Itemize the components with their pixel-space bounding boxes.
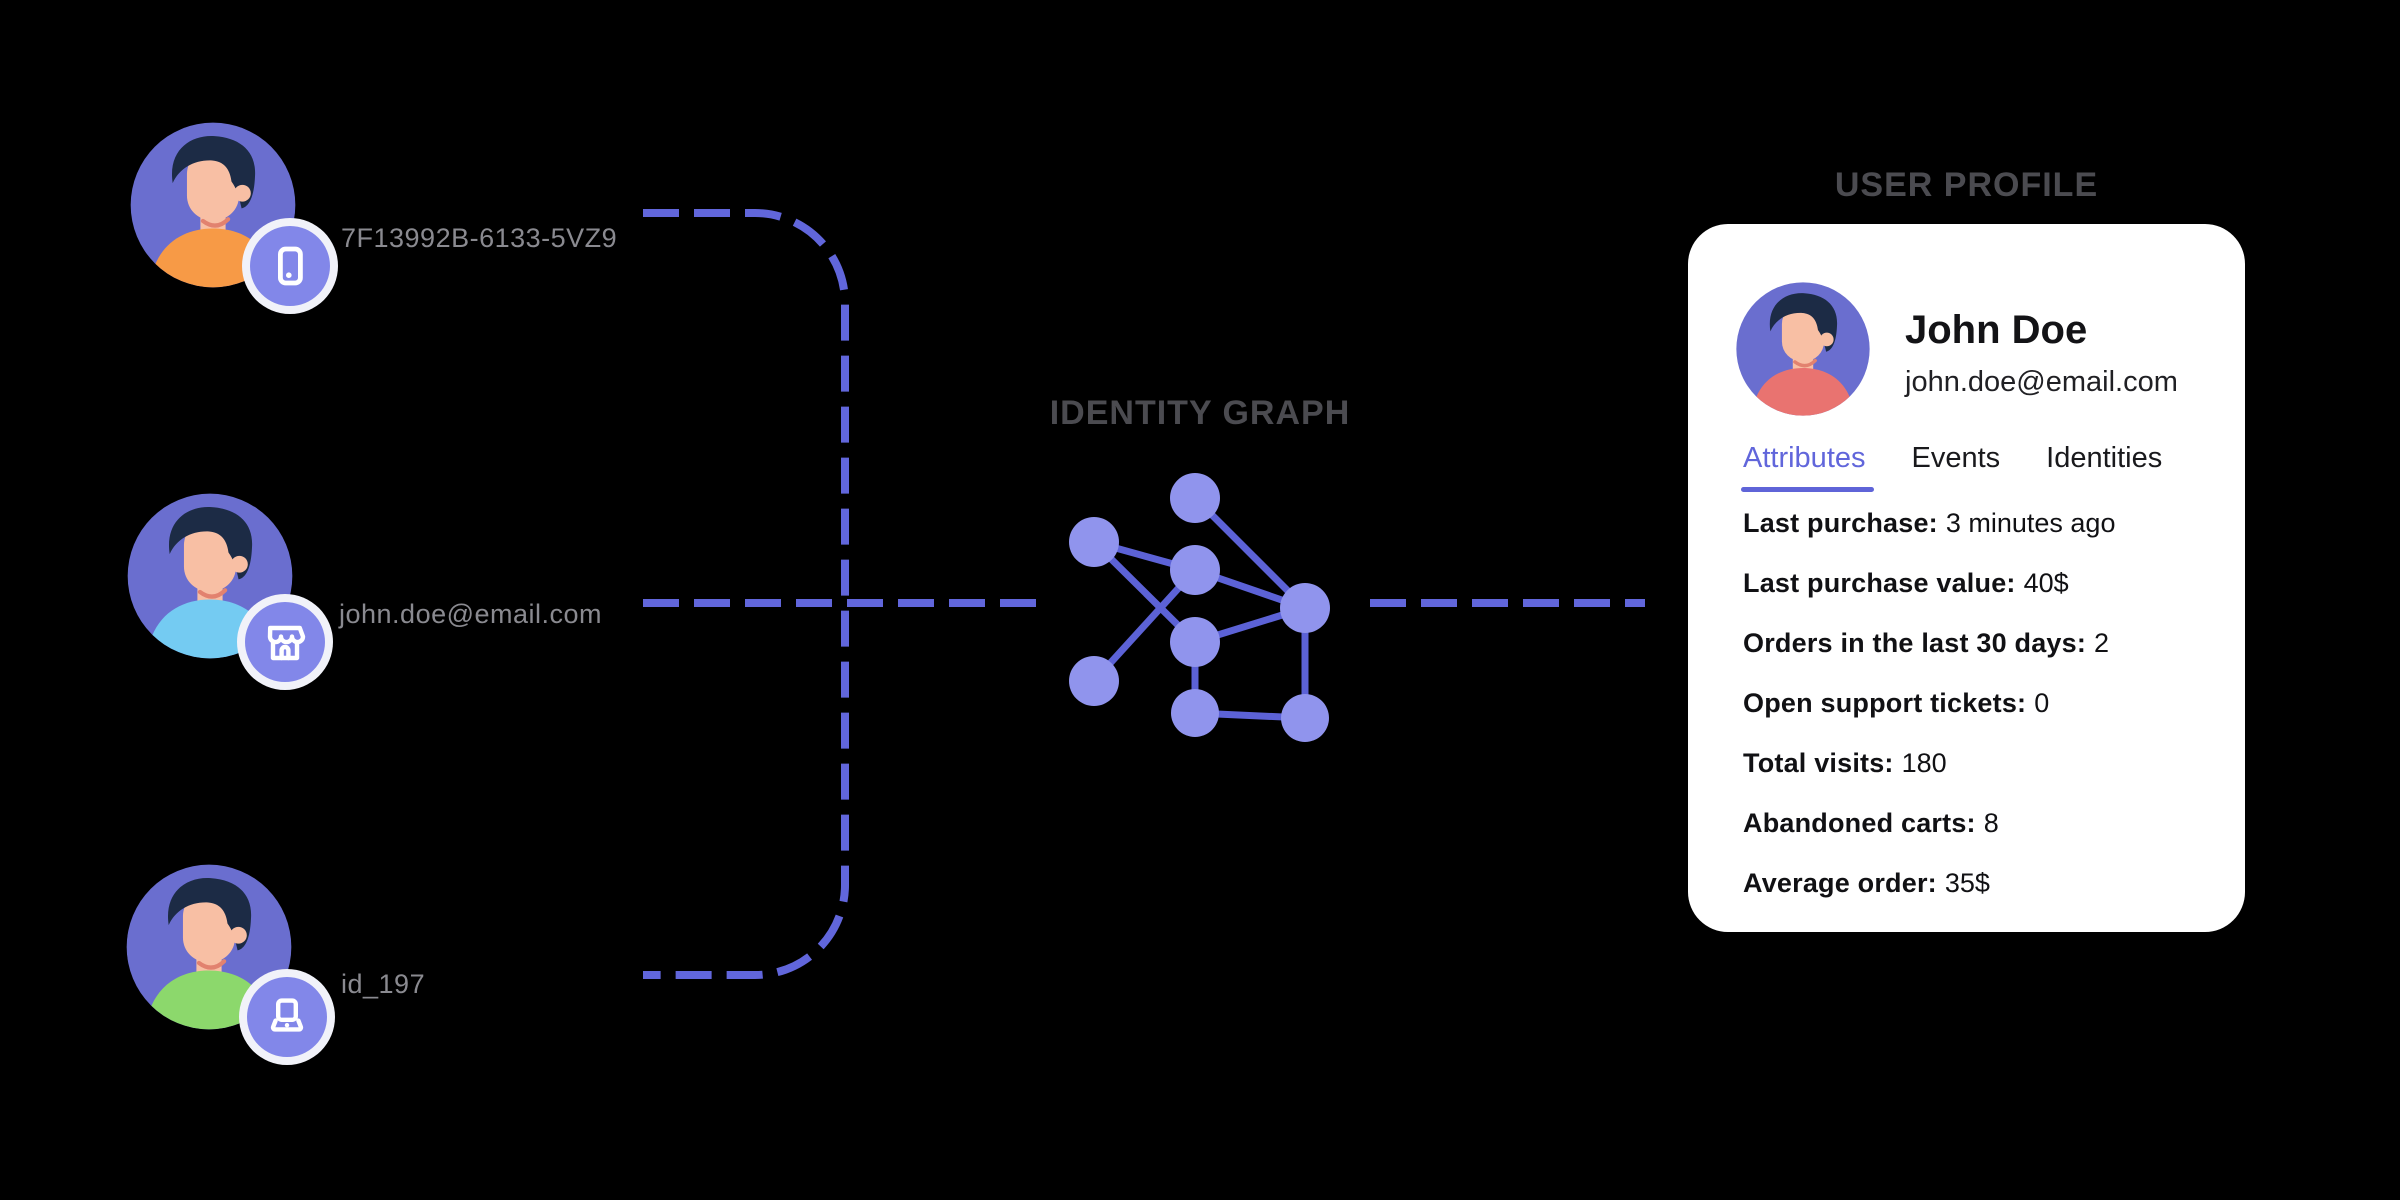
identity-graph-svg (1069, 473, 1330, 742)
attribute-label: Last purchase: (1743, 508, 1938, 538)
attribute-label: Total visits: (1743, 748, 1894, 778)
email-id-label: john.doe@email.com (339, 599, 603, 629)
attribute-label: Open support tickets: (1743, 688, 2027, 718)
web-id-label: id_197 (341, 969, 426, 999)
laptop-icon (239, 969, 335, 1065)
graph-node (1171, 689, 1219, 737)
user-profile-card: John Doe john.doe@email.com Attributes E… (1688, 224, 2245, 932)
graph-edge (1091, 567, 1198, 684)
graph-node (1069, 517, 1119, 567)
attribute-label: Last purchase value: (1743, 568, 2016, 598)
bracket-dashed-path (643, 209, 849, 979)
attribute-row: Total visits:180 (1743, 749, 2115, 777)
smartphone-icon (242, 218, 338, 314)
identity-graph-title: IDENTITY GRAPH (1049, 394, 1351, 432)
profile-name: John Doe (1905, 308, 2088, 352)
tab-attributes[interactable]: Attributes (1741, 442, 1873, 492)
attribute-label: Abandoned carts: (1743, 808, 1976, 838)
attribute-value: 3 minutes ago (1945, 508, 2116, 538)
graph-node (1281, 694, 1329, 742)
graph-node (1280, 583, 1330, 633)
profile-tabs: Attributes Events Identities (1741, 442, 2163, 492)
tab-identities[interactable]: Identities (2046, 442, 2163, 474)
user-profile-title: USER PROFILE (1834, 166, 2099, 204)
attribute-value: 0 (2034, 688, 2050, 718)
attribute-row: Last purchase value:40$ (1743, 569, 2115, 597)
attribute-value: 8 (1983, 808, 1999, 838)
attribute-value: 40$ (2023, 568, 2069, 598)
graph-node (1170, 617, 1220, 667)
attribute-label: Average order: (1743, 868, 1937, 898)
attribute-row: Last purchase:3 minutes ago (1743, 509, 2115, 537)
attribute-row: Open support tickets:0 (1743, 689, 2115, 717)
tab-events[interactable]: Events (1911, 442, 2001, 474)
profile-avatar (1735, 281, 1871, 417)
graph-edge (1192, 495, 1308, 611)
graph-node (1069, 656, 1119, 706)
graph-node (1170, 473, 1220, 523)
profile-email: john.doe@email.com (1905, 366, 2178, 398)
attribute-row: Average order:35$ (1743, 869, 2115, 897)
attributes-list: Last purchase:3 minutes ago Last purchas… (1743, 509, 2115, 897)
graph-node (1170, 545, 1220, 595)
store-icon (237, 594, 333, 690)
attribute-value: 180 (1901, 748, 1947, 778)
device-id-label: 7F13992B-6133-5VZ9 (341, 223, 618, 253)
attribute-value: 2 (2094, 628, 2110, 658)
attribute-row: Orders in the last 30 days:2 (1743, 629, 2115, 657)
attribute-value: 35$ (1944, 868, 1990, 898)
attribute-label: Orders in the last 30 days: (1743, 628, 2087, 658)
attribute-row: Abandoned carts:8 (1743, 809, 2115, 837)
